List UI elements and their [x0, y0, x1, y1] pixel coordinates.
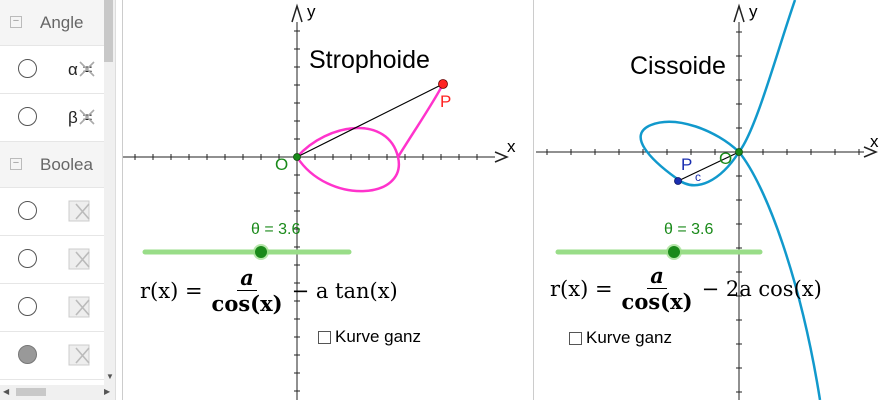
view-divider: [533, 0, 534, 400]
checkbox-icon[interactable]: [68, 200, 90, 222]
checkbox-icon[interactable]: [68, 296, 90, 318]
y-axis-label: y: [749, 2, 758, 21]
x-icon[interactable]: [78, 60, 96, 78]
scroll-down-icon[interactable]: ▼: [106, 372, 114, 381]
formula-denominator: cos(x): [621, 289, 693, 314]
graphics-canvas[interactable]: x y P c O: [536, 0, 891, 400]
visibility-toggle[interactable]: [18, 297, 37, 316]
point-p-label: P: [440, 92, 451, 111]
checkbox-icon[interactable]: [68, 248, 90, 270]
formula-numerator: a: [237, 265, 257, 291]
item-label: α =: [68, 60, 93, 79]
slider-knob[interactable]: [668, 246, 680, 258]
slider-label: θ = 3.6: [251, 221, 301, 238]
segment-opc[interactable]: [677, 151, 740, 182]
formula-lhs: r(x) =: [550, 276, 613, 301]
point-o-label: O: [719, 149, 732, 168]
formula-rhs: − a tan(x): [291, 278, 398, 303]
algebra-item-beta[interactable]: β =: [0, 94, 104, 142]
point-o[interactable]: [293, 153, 301, 161]
formula: r(x) = a cos(x) − a tan(x): [140, 265, 398, 316]
view-divider: [122, 0, 123, 400]
algebra-item-alpha[interactable]: α =: [0, 46, 104, 94]
point-pc[interactable]: [674, 177, 682, 185]
algebra-item-boolean[interactable]: [0, 188, 104, 236]
visibility-toggle[interactable]: [18, 201, 37, 220]
kurve-ganz-checkbox[interactable]: Kurve ganz: [318, 327, 421, 347]
slider-label: θ = 3.6: [664, 221, 714, 238]
strophoid-curve[interactable]: [295, 83, 445, 193]
vertical-scrollbar[interactable]: [104, 0, 115, 385]
horizontal-scroll-thumb[interactable]: [16, 388, 46, 396]
vertical-scroll-thumb[interactable]: [104, 0, 113, 62]
group-title: Boolea: [40, 155, 93, 174]
visibility-toggle[interactable]: [18, 345, 37, 364]
scroll-right-icon[interactable]: ▶: [104, 387, 111, 396]
graphics-view-cissoide[interactable]: x y P c O Cissoide θ = 3.6 r(x) = a cos(…: [536, 0, 891, 400]
x-axis-label: x: [870, 132, 879, 151]
graphics-canvas[interactable]: x y P O: [123, 0, 528, 400]
formula: r(x) = a cos(x) − 2a cos(x): [550, 263, 822, 314]
formula-numerator: a: [647, 263, 667, 289]
algebra-item-boolean[interactable]: [0, 284, 104, 332]
algebra-view: − Angle α = β = − Boolea ◀ ▶ ▼: [0, 0, 116, 400]
formula-lhs: r(x) =: [140, 278, 203, 303]
collapse-icon[interactable]: −: [10, 16, 22, 28]
point-o[interactable]: [735, 148, 743, 156]
scroll-left-icon[interactable]: ◀: [3, 387, 10, 396]
point-o-label: O: [275, 155, 288, 174]
formula-fraction: a cos(x): [619, 263, 696, 314]
checkbox-label: Kurve ganz: [335, 327, 421, 346]
curve-title: Cissoide: [630, 52, 726, 80]
visibility-toggle[interactable]: [18, 59, 37, 78]
cissoid-curve[interactable]: [639, 0, 822, 400]
point-p[interactable]: [438, 79, 448, 89]
formula-denominator: cos(x): [211, 291, 283, 316]
curve-title: Strophoide: [309, 46, 430, 74]
formula-rhs: − 2a cos(x): [701, 276, 822, 301]
formula-fraction: a cos(x): [209, 265, 286, 316]
visibility-toggle[interactable]: [18, 249, 37, 268]
kurve-ganz-checkbox[interactable]: Kurve ganz: [569, 328, 672, 348]
item-label: β =: [68, 108, 93, 127]
checkbox-icon[interactable]: [569, 331, 582, 345]
algebra-item-boolean[interactable]: [0, 236, 104, 284]
collapse-icon[interactable]: −: [10, 158, 22, 170]
visibility-toggle[interactable]: [18, 107, 37, 126]
checkbox-label: Kurve ganz: [586, 328, 672, 347]
x-axis-label: x: [507, 137, 516, 156]
point-pc-subscript: c: [695, 170, 701, 184]
group-header-angle[interactable]: − Angle: [0, 0, 104, 46]
y-axis-label: y: [307, 2, 316, 21]
group-header-boolean[interactable]: − Boolea: [0, 142, 104, 188]
graphics-view-strophoide[interactable]: x y P O Strophoide θ = 3.6 r(x) = a cos(…: [123, 0, 528, 400]
x-icon[interactable]: [78, 108, 96, 126]
group-title: Angle: [40, 13, 84, 32]
segment-op[interactable]: [296, 83, 444, 158]
algebra-item-boolean[interactable]: [0, 332, 104, 380]
slider-knob[interactable]: [255, 246, 267, 258]
checkbox-icon[interactable]: [318, 330, 331, 344]
checkbox-icon[interactable]: [68, 344, 90, 366]
point-pc-label: P: [681, 155, 692, 174]
